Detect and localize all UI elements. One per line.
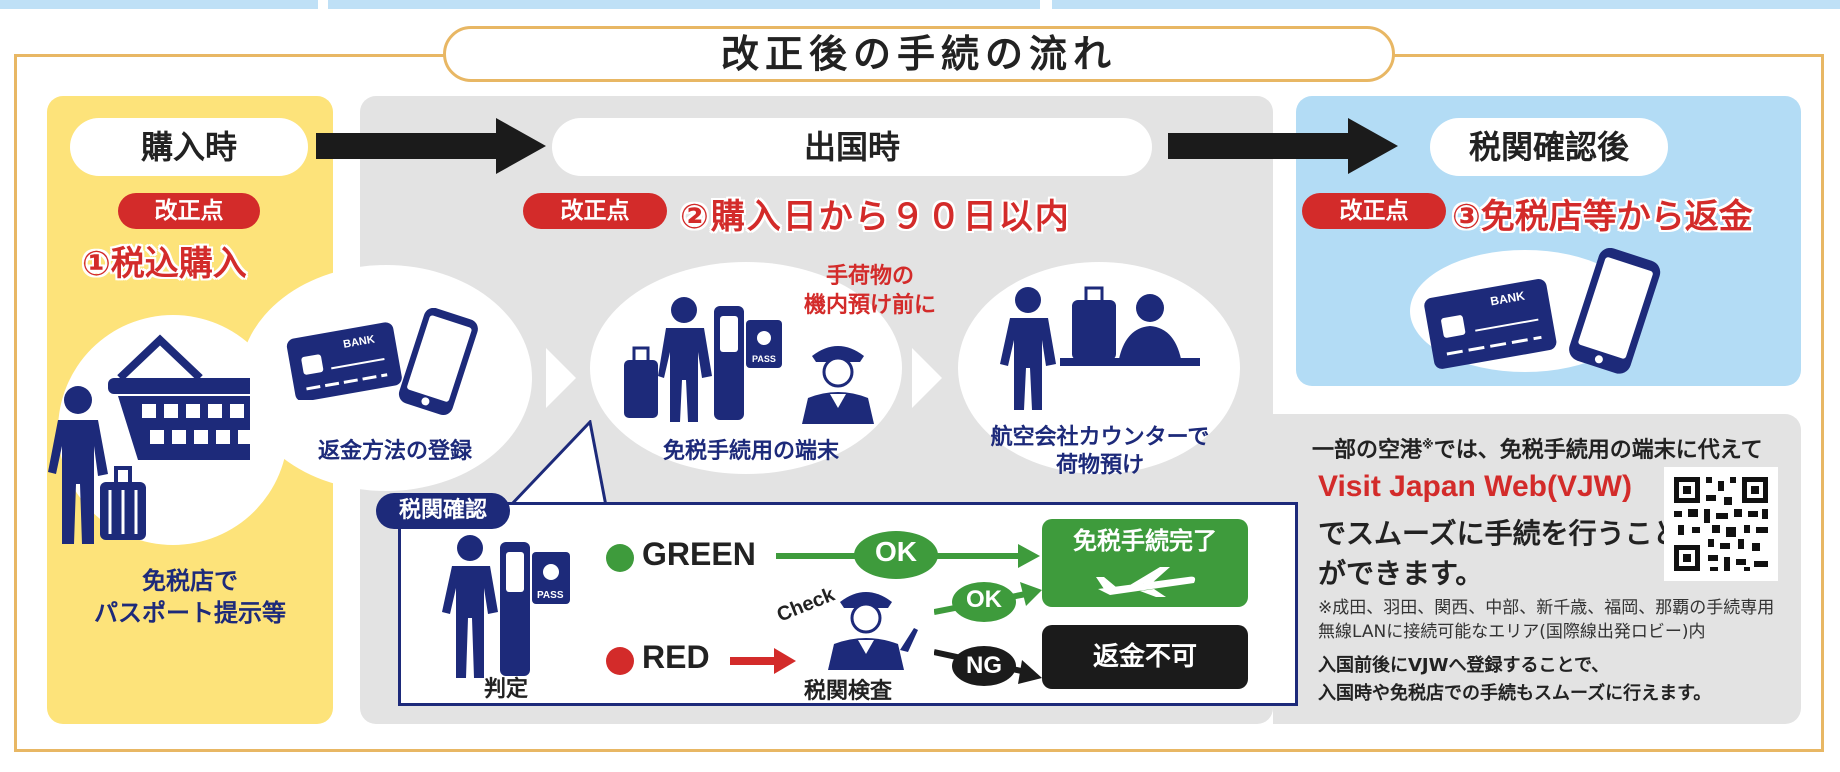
chevron-right-icon <box>546 348 576 408</box>
judgement-label: 判定 <box>484 677 529 702</box>
vjw-note-airports: ※成田、羽田、関西、中部、新千歳、福岡、那覇の手続専用 無線LANに接続可能なエ… <box>1318 596 1774 644</box>
inspection-ng-arrow <box>934 646 1042 686</box>
top-strip-left <box>0 0 318 9</box>
ok-label-1: OK <box>875 536 917 567</box>
judgement-kiosk-icon: PASS <box>442 535 570 678</box>
arrow-right-icon <box>316 118 546 174</box>
vjw-link[interactable]: Visit Japan Web(VJW) <box>1318 470 1632 503</box>
page-title: 改正後の手続の流れ <box>443 26 1395 82</box>
svg-text:BANK: BANK <box>1489 289 1526 309</box>
purchase-caption-line1: 免税店で <box>142 567 238 595</box>
bank-card-icon: BANK <box>1424 279 1557 369</box>
vjw-intro: 一部の空港※では、免税手続用の端末に代えて <box>1312 432 1763 464</box>
red-label: RED <box>642 639 710 675</box>
vjw-note-line3: 入国前後にVJWへ登録することで、 <box>1318 655 1610 676</box>
counter-label-line1: 航空会社カウンターで <box>990 425 1210 450</box>
revision-point-3: ③免税店等から返金 <box>1452 197 1753 237</box>
top-strip-right <box>1052 0 1840 9</box>
purchase-caption: 免税店で パスポート提示等 <box>47 565 333 629</box>
speech-pointer <box>508 420 608 508</box>
vjw-intro-suffix: では、免税手続用の端末に代えて <box>1433 438 1763 463</box>
green-label: GREEN <box>642 536 756 572</box>
bank-card-icon: BANK <box>286 322 402 400</box>
inspection-ok-arrow <box>934 582 1042 622</box>
purchase-caption-line2: パスポート提示等 <box>94 599 286 627</box>
revision-tag: 改正点 <box>523 193 667 229</box>
customs-inspector-icon <box>828 592 918 670</box>
kiosk-traveler-icon: PASS <box>624 297 782 422</box>
counter-circle <box>958 262 1240 474</box>
before-checkin-line1: 手荷物の <box>825 264 914 289</box>
vjw-intro-mark: ※ <box>1422 437 1434 452</box>
qr-code-icon <box>1674 477 1768 571</box>
arrow-right-icon <box>1168 118 1398 174</box>
stage-purchase-label: 購入時 <box>70 118 308 176</box>
traveler-with-suitcase-icon <box>48 386 146 544</box>
svg-text:PASS: PASS <box>752 354 776 364</box>
stage-after-customs-label: 税関確認後 <box>1430 118 1668 176</box>
vjw-note-line4: 入国時や免税店での手続もスムーズに行えます。 <box>1318 683 1712 704</box>
revision-point-1: ①税込購入 <box>82 244 247 284</box>
vjw-note-registration: 入国前後にVJWへ登録することで、 入国時や免税店での手続もスムーズに行えます。 <box>1318 652 1711 708</box>
inspection-label: 税関検査 <box>804 679 893 704</box>
airplane-icon <box>1096 567 1196 597</box>
vjw-line3: ができます。 <box>1318 557 1484 590</box>
smartphone-icon <box>398 308 478 416</box>
vjw-line2: でスムーズに手続を行うこと <box>1318 517 1681 550</box>
red-arrow-icon <box>730 648 796 674</box>
vjw-note-line2: 無線LANに接続可能なエリア(国際線出発ロビー)内 <box>1318 622 1706 642</box>
vjw-note-line1: ※成田、羽田、関西、中部、新千歳、福岡、那覇の手続専用 <box>1318 598 1775 618</box>
kiosk-label: 免税手続用の端末 <box>662 439 839 464</box>
svg-text:PASS: PASS <box>537 590 564 601</box>
refund-unavailable-box: 返金不可 <box>1042 625 1248 689</box>
refund-registration-label: 返金方法の登録 <box>317 439 472 464</box>
chevron-right-icon <box>912 348 942 408</box>
duty-free-complete-label: 免税手続完了 <box>1073 527 1217 555</box>
green-ok-arrow <box>776 531 1040 579</box>
revision-point-2: ②購入日から９０日以内 <box>680 197 1071 237</box>
vjw-intro-prefix: 一部の空港 <box>1312 438 1423 463</box>
shopping-basket-icon <box>108 334 250 460</box>
revision-tag: 改正点 <box>118 193 260 229</box>
airline-counter-icon <box>1000 286 1200 410</box>
duty-free-complete-box: 免税手続完了 <box>1042 519 1248 607</box>
red-dot <box>606 647 634 675</box>
stage-departure-label: 出国時 <box>552 118 1152 176</box>
customs-tag: 税関確認 <box>376 493 510 529</box>
ok-label-2: OK <box>966 586 1002 613</box>
vjw-qr-code[interactable] <box>1664 467 1778 581</box>
green-dot <box>606 544 634 572</box>
ng-label: NG <box>966 652 1002 679</box>
customs-officer-icon <box>802 346 874 424</box>
svg-text:BANK: BANK <box>342 333 375 350</box>
counter-label: 航空会社カウンターで 荷物預け <box>960 424 1240 480</box>
before-checkin-line2: 機内預け前に <box>803 293 936 318</box>
smartphone-icon <box>1569 248 1661 374</box>
counter-label-line2: 荷物預け <box>1055 453 1144 478</box>
revision-tag: 改正点 <box>1302 193 1446 229</box>
top-strip-middle <box>328 0 1040 9</box>
before-checkin-note: 手荷物の 機内預け前に <box>780 262 960 320</box>
